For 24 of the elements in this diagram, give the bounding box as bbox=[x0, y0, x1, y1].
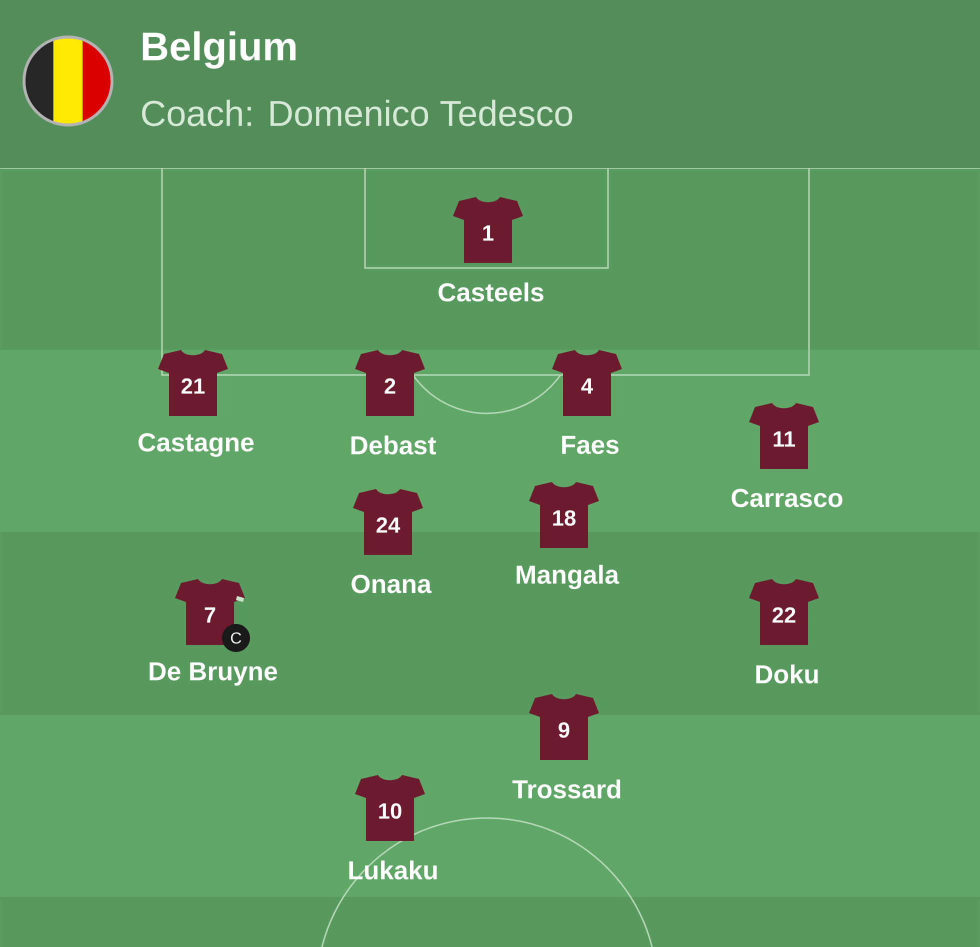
jersey: 4 bbox=[552, 350, 622, 416]
team-title: Belgium bbox=[142, 31, 296, 69]
jersey: 9 bbox=[529, 694, 599, 760]
player-name: Faes bbox=[562, 436, 619, 454]
jersey: 22 bbox=[749, 579, 819, 645]
jersey: 21 bbox=[158, 350, 228, 416]
player-name: De Bruyne bbox=[150, 662, 278, 686]
player-name: Onana bbox=[352, 574, 432, 594]
captain-badge: C bbox=[222, 624, 250, 652]
coach-name: Coach: Domenico Tedesco bbox=[142, 100, 572, 126]
jersey: 18 bbox=[529, 482, 599, 548]
player-name: Castagne bbox=[138, 433, 254, 457]
player-name: Debast bbox=[351, 435, 436, 455]
jersey: 24 bbox=[353, 489, 423, 555]
jersey: 10 bbox=[355, 775, 425, 841]
jersey: 11 bbox=[749, 403, 819, 469]
jersey: 2 bbox=[355, 350, 425, 416]
player-name: Carrasco bbox=[732, 488, 842, 508]
player-name: Casteels bbox=[438, 282, 544, 302]
jersey: 1 bbox=[453, 197, 523, 263]
player-name: Mangala bbox=[516, 564, 620, 590]
player-name: Doku bbox=[756, 664, 818, 684]
player-name: Trossard bbox=[512, 779, 620, 799]
player-name: Lukaku bbox=[349, 860, 437, 880]
